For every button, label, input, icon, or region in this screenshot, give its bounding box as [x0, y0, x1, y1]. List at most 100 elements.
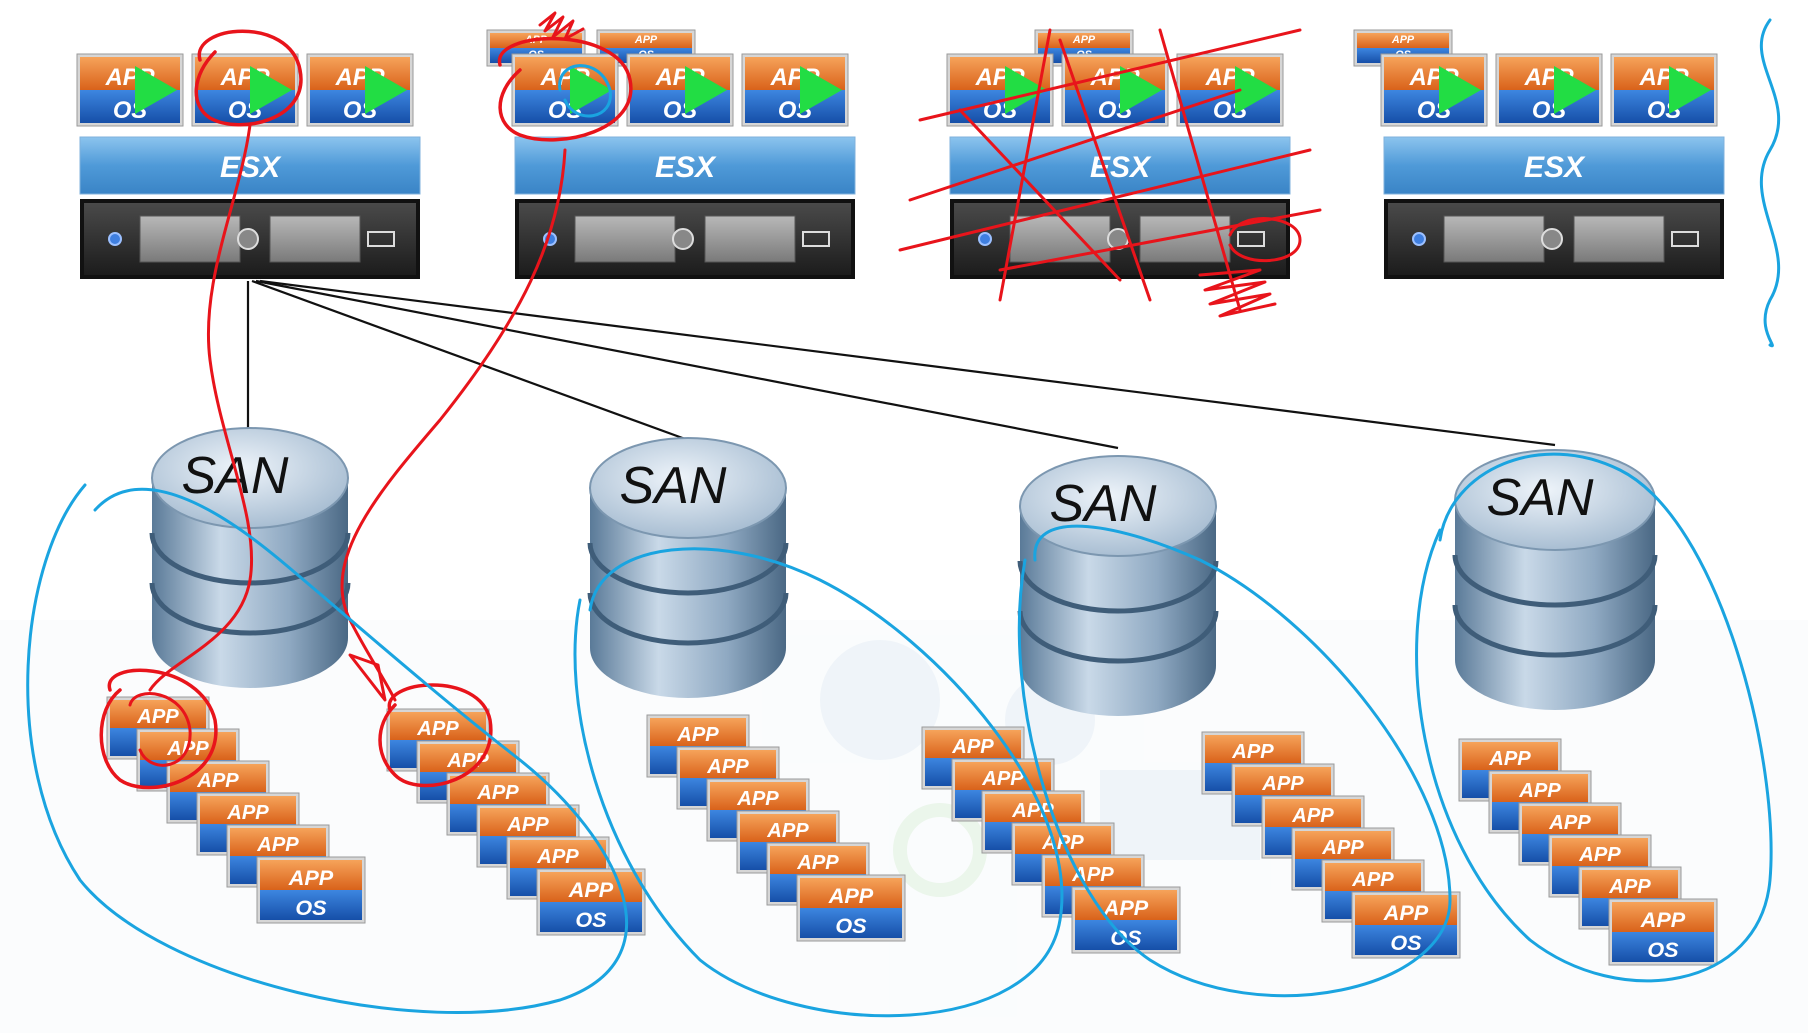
- annotation-scribble: [538, 11, 585, 41]
- app-label: APP: [506, 814, 549, 836]
- annotation-squiggle: [1759, 18, 1781, 348]
- play-icon: [1554, 66, 1596, 114]
- app-label: APP: [736, 788, 779, 810]
- power-led-icon: [978, 232, 992, 246]
- san-top: [1019, 455, 1217, 557]
- annotation-strike: [958, 108, 1122, 282]
- network-link: [255, 279, 1119, 450]
- app-label: APP: [1072, 34, 1096, 46]
- app-layer: [1235, 767, 1331, 795]
- power-led-icon: [1412, 232, 1426, 246]
- san-ring: [1452, 604, 1658, 658]
- network-link: [251, 279, 689, 442]
- san-ring: [1017, 560, 1219, 614]
- esx-layer: [79, 136, 421, 195]
- san-ring: [149, 582, 351, 636]
- esx-label: ESX: [1524, 151, 1586, 184]
- annotation-group: [573, 547, 1064, 1018]
- app-label: APP: [1321, 837, 1364, 859]
- san-ring: [1452, 554, 1658, 608]
- app-label: APP: [256, 834, 299, 856]
- esx-label: ESX: [655, 151, 717, 184]
- app-label: APP: [766, 820, 809, 842]
- app-label: APP: [136, 706, 179, 728]
- app-label: APP: [1383, 900, 1429, 925]
- play-icon: [1235, 66, 1277, 114]
- san-ring: [587, 592, 789, 646]
- app-layer: [985, 794, 1081, 822]
- app-layer: [1205, 735, 1301, 763]
- app-label: APP: [1103, 895, 1149, 920]
- esx-layer: [1383, 136, 1725, 195]
- app-label: APP: [536, 846, 579, 868]
- san-top: [589, 437, 787, 539]
- os-label: OS: [1390, 930, 1422, 955]
- app-label: APP: [568, 877, 614, 902]
- app-label: APP: [796, 852, 839, 874]
- annotation-circle: [128, 692, 192, 767]
- annotation-strike: [1058, 38, 1152, 302]
- vm-stack: APPOSAPPOSAPPOSAPPOSAPPOSAPPOS: [1201, 731, 1461, 959]
- san-label: SAN: [1050, 475, 1157, 533]
- app-layer: [710, 782, 806, 810]
- annotations: [26, 11, 1781, 1018]
- os-layer: [1075, 920, 1177, 950]
- network-link: [259, 279, 1556, 447]
- annotation-circle: [1228, 217, 1302, 263]
- esx-hosts: APPOSAPPOSAPPOSESXAPPOSAPPOSAPPOSAPPOSAP…: [76, 29, 1725, 279]
- usb-port-icon: [1237, 231, 1265, 247]
- esx-host: APPOSAPPOSAPPOSAPPOSESX: [946, 29, 1291, 279]
- power-button-icon: [1541, 228, 1563, 250]
- annotation-group: [1415, 452, 1773, 983]
- drive-bay: [1573, 215, 1665, 263]
- drive-bay: [574, 215, 676, 263]
- app-layer: [510, 840, 606, 868]
- os-layer: [1355, 925, 1457, 955]
- esx-layer: [949, 136, 1291, 195]
- app-label: APP: [196, 770, 239, 792]
- app-layer: [1462, 742, 1558, 770]
- san-ring: [1017, 610, 1219, 664]
- os-label: OS: [295, 895, 327, 920]
- app-layer: [1552, 838, 1648, 866]
- os-layer: [1612, 932, 1714, 962]
- drive-bay: [704, 215, 796, 263]
- os-label: OS: [835, 913, 867, 938]
- app-label: APP: [951, 736, 994, 758]
- play-icon: [570, 66, 612, 114]
- vm-stack: APPOSAPPOSAPPOSAPPOSAPPOSAPPOS: [646, 714, 906, 942]
- play-icon: [365, 66, 407, 114]
- app-label: APP: [828, 883, 874, 908]
- play-icon: [1120, 66, 1162, 114]
- san-base: [1455, 610, 1655, 710]
- app-label: APP: [1608, 876, 1651, 898]
- annotation-scribble: [1198, 268, 1277, 318]
- app-layer: [740, 814, 836, 842]
- app-label: APP: [1291, 805, 1334, 827]
- app-label: APP: [446, 750, 489, 772]
- app-label: APP: [676, 724, 719, 746]
- app-label: APP: [1548, 812, 1591, 834]
- vm-stack: APPOSAPPOSAPPOSAPPOSAPPOSAPPOS: [386, 708, 646, 936]
- annotation-strike: [998, 28, 1052, 302]
- annotation-circle: [378, 683, 493, 788]
- app-label: APP: [416, 718, 459, 740]
- annotation-circle: [99, 668, 218, 790]
- annotation-strike: [918, 28, 1302, 122]
- app-layer: [955, 762, 1051, 790]
- app-layer: [200, 796, 296, 824]
- power-led-icon: [108, 232, 122, 246]
- san-label: SAN: [1487, 469, 1594, 527]
- vm-stacks: APPOSAPPOSAPPOSAPPOSAPPOSAPPOSAPPOSAPPOS…: [106, 696, 1718, 966]
- arrow-head-icon: [348, 653, 387, 702]
- annotation-path: [340, 148, 567, 702]
- play-icon: [1439, 66, 1481, 114]
- annotation-strike: [898, 148, 1312, 252]
- san-base: [1020, 616, 1216, 716]
